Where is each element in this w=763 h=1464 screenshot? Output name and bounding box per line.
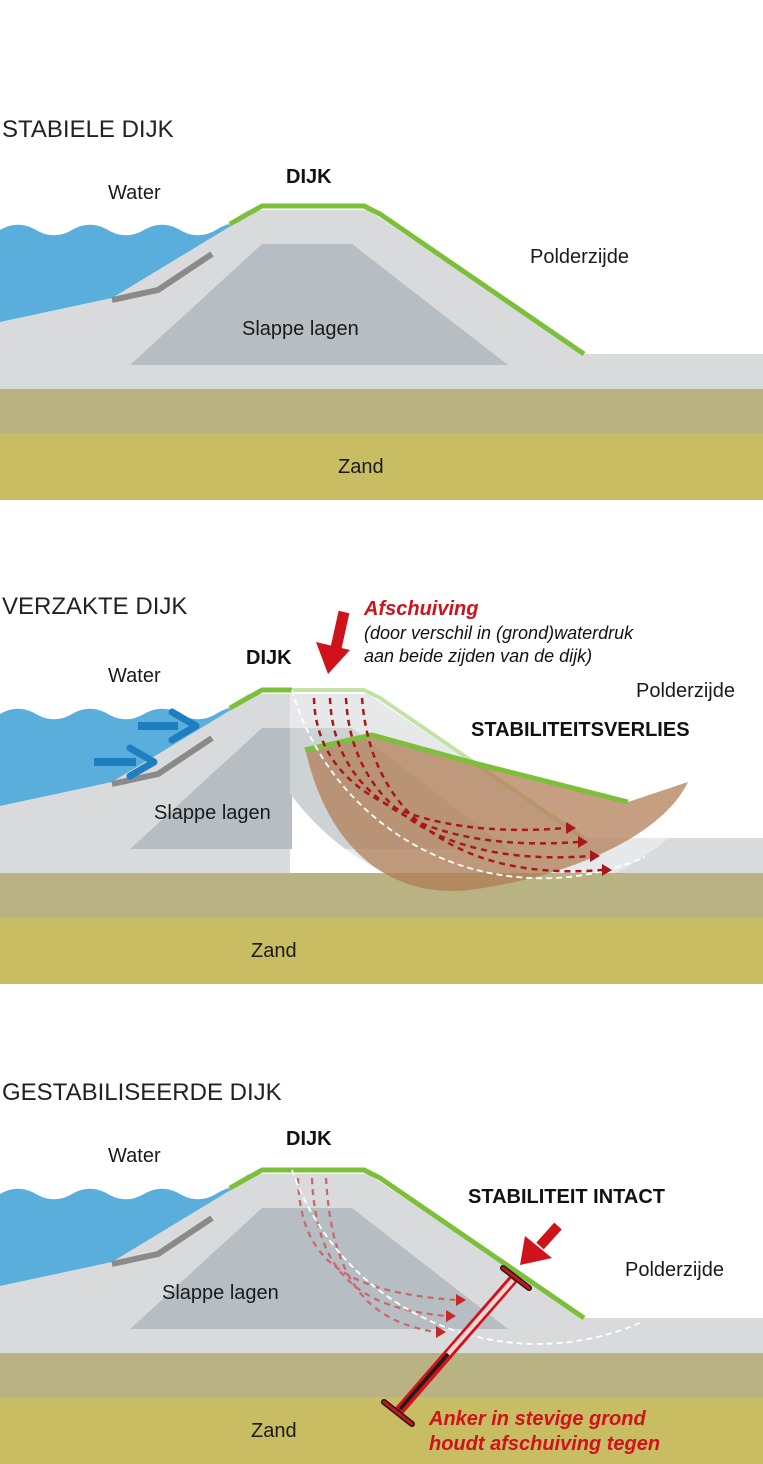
label-dike: DIJK [246,647,292,669]
section-stabilised: GESTABILISEERDE DIJK [0,1079,763,1464]
arrow-shaft [94,758,136,766]
slip-arrowhead [456,1294,466,1306]
slip-arrow [296,1177,457,1302]
label-soft-layers: Slappe lagen [242,318,359,340]
blue-right-arrow-icon [94,744,158,780]
failure-title: Afschuiving [363,598,478,620]
label-dike: DIJK [286,1128,332,1150]
failure-note-line-1: (door verschil in (grond)waterdruk [364,623,634,643]
section-title: STABIELE DIJK [2,116,174,143]
anchor-rod-core [446,1278,515,1356]
revetment [111,735,214,787]
failure-note-line-2: aan beide zijden van de dijk) [364,646,592,666]
arrow-head [316,642,350,674]
slip-arrows [296,1177,466,1338]
slip-arrow [324,1177,437,1334]
slip-arrowhead [566,822,576,834]
anchor-rod-deep [398,1352,450,1411]
red-down-arrow-icon [316,610,350,674]
anchor-head-plate-inner [501,1266,531,1290]
slip-arrow [360,697,603,873]
label-polder: Polderzijde [636,680,735,702]
label-sand: Zand [338,456,384,478]
anchor-caption-line-2: houdt afschuiving tegen [429,1433,660,1455]
grass-crest [228,687,292,711]
slip-arrowhead [446,1310,456,1322]
section-subsided: VERZAKTE DIJK [0,593,763,984]
water-body [0,224,234,322]
water-body [0,1188,234,1286]
slip-arrowhead [590,850,600,862]
section-title: GESTABILISEERDE DIJK [2,1079,282,1106]
slip-arrowhead [578,836,588,848]
slip-arrow [310,1177,447,1318]
status-stability-intact: STABILITEIT INTACT [468,1186,665,1208]
arrow-head [168,708,200,744]
slip-arrows [312,697,612,876]
slip-circle [291,1169,643,1345]
ground-anchor [381,1265,532,1427]
label-polder: Polderzijde [530,246,629,268]
sand-layer [0,1397,763,1464]
red-down-arrow-icon [520,1222,562,1265]
arrow-head [126,744,158,780]
section-title: VERZAKTE DIJK [2,593,187,620]
arrow-shaft [330,610,350,650]
label-polder: Polderzijde [625,1259,724,1281]
label-water: Water [108,665,161,687]
clay-band [0,873,763,917]
sand-layer [0,917,763,984]
blue-right-arrow-icon [138,708,200,744]
section-stable: STABIELE DIJK Water DIJK Polderzijde Sla… [0,116,763,500]
label-sand: Zand [251,940,297,962]
arrow-shaft [536,1222,562,1250]
arrow-shaft [138,722,178,730]
label-sand: Zand [251,1420,297,1442]
slip-arrow [344,697,591,859]
slip-arrowhead [602,864,612,876]
label-soft-layers: Slappe lagen [162,1282,279,1304]
slip-arrowhead [436,1326,446,1338]
clay-band [0,1353,763,1397]
revetment [111,1215,214,1267]
label-soft-layers: Slappe lagen [154,802,271,824]
arrow-head [520,1236,552,1265]
anchor-caption-line-1: Anker in stevige grond [428,1408,646,1430]
label-water: Water [108,1145,161,1167]
water-body [0,708,234,806]
soft-layers [130,1208,508,1329]
grass-crest [228,203,586,357]
sand-layer [0,433,763,500]
soft-layers [130,728,292,849]
label-water: Water [108,182,161,204]
clay-band [0,389,763,433]
status-stability-loss: STABILITEITSVERLIES [471,719,690,741]
grass-crest [228,1167,586,1321]
soft-layers [130,244,508,365]
label-dike: DIJK [286,166,332,188]
slip-circle [291,689,646,880]
anchor-foot-plate-inner [382,1400,414,1426]
revetment [111,251,214,303]
